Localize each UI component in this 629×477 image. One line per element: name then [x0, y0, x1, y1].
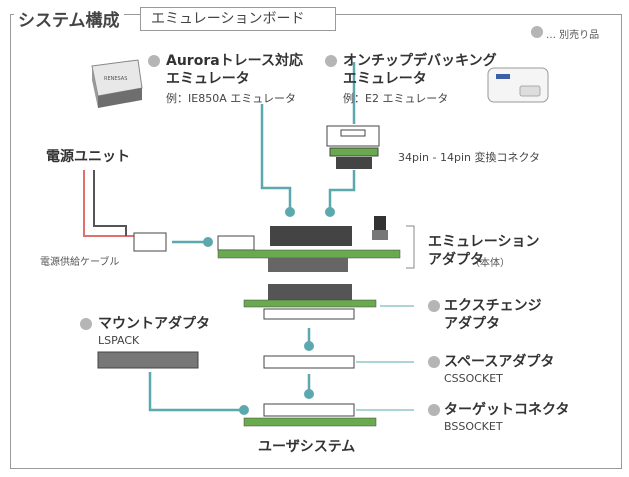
onchip-example: 例：E2 エミュレータ	[343, 92, 449, 105]
connection-dots	[203, 207, 335, 415]
onchip-title: オンチップデバッキング	[343, 53, 497, 69]
user-system-label: ユーザシステム	[258, 439, 356, 455]
emulation-adapter-title-2: アダプタ	[428, 252, 484, 268]
target-connector-image	[243, 403, 377, 427]
exchange-adapter-title: エクスチェンジ	[444, 298, 542, 314]
svg-text:RENESAS: RENESAS	[104, 76, 127, 82]
space-adapter-sub: CSSOCKET	[444, 372, 503, 385]
mount-adapter-sub: LSPACK	[98, 334, 140, 347]
exchange-adapter-image	[243, 284, 377, 320]
space-optional-dot-icon	[428, 356, 440, 368]
target-connector-sub: BSSOCKET	[444, 420, 503, 433]
converter-label: 34pin - 14pin 変換コネクタ	[398, 151, 541, 164]
aurora-emulator-image: RENESAS	[91, 59, 143, 108]
aurora-optional-dot-icon	[148, 55, 160, 67]
power-cable-label: 電源供給ケーブル	[40, 257, 120, 268]
mount-adapter-image	[97, 351, 199, 369]
aurora-example: 例：IE850A エミュレータ	[166, 92, 296, 105]
power-cables	[83, 170, 134, 237]
space-adapter-title: スペースアダプタ	[444, 354, 555, 370]
legend-dot-icon	[531, 26, 543, 38]
mount-optional-dot-icon	[80, 318, 92, 330]
e2-emulator-image	[487, 67, 549, 103]
onchip-title-2: エミュレータ	[343, 71, 427, 87]
legend-label: … 別売り品	[546, 30, 600, 41]
exchange-optional-dot-icon	[428, 300, 440, 312]
space-adapter-image	[263, 355, 355, 369]
emulation-adapter-note: （本体）	[470, 258, 510, 269]
page-title: システム構成	[14, 6, 124, 31]
emulation-adapter-title: エミュレーション	[428, 234, 540, 250]
teal-connections	[148, 62, 356, 412]
target-optional-dot-icon	[428, 404, 440, 416]
aurora-title: Auroraトレース対応	[166, 53, 303, 69]
target-connector-title: ターゲットコネクタ	[444, 402, 570, 418]
exchange-adapter-title-2: アダプタ	[444, 316, 500, 332]
converter-connector-image	[326, 125, 380, 169]
power-unit-label: 電源ユニット	[46, 149, 130, 165]
onchip-optional-dot-icon	[325, 55, 337, 67]
aurora-title-2: エミュレータ	[166, 71, 250, 87]
power-plug-image	[133, 232, 167, 252]
mount-adapter-title: マウントアダプタ	[98, 316, 210, 332]
emulation-adapter-image	[217, 216, 415, 272]
page-subtitle: エミュレーションボード	[140, 7, 336, 31]
